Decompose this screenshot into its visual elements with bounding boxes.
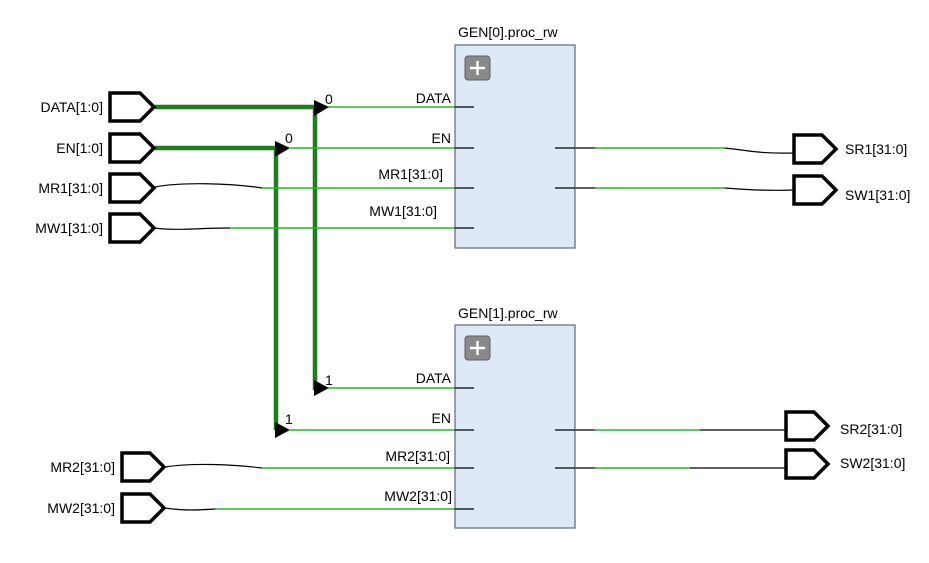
pin-label-gen1-en: EN	[432, 410, 451, 426]
wire-mr2-dark	[164, 463, 263, 469]
input-port-mw1[interactable]	[108, 212, 157, 244]
block-gen1[interactable]: GEN[1].proc_rw DATA EN MR2[31:0] MW2[31:…	[384, 305, 576, 529]
wire-sr1-dark	[724, 147, 794, 154]
input-port-en[interactable]	[108, 132, 157, 164]
expand-icon[interactable]	[464, 55, 491, 81]
wire-mw2-dark	[164, 507, 216, 511]
ripper-en0[interactable]	[275, 141, 290, 157]
input-ports: DATA[1:0] EN[1:0] MR1[31:0] MW1[31:0] MR…	[35, 91, 167, 524]
ripper-data0[interactable]	[314, 100, 329, 116]
pin-label-gen0-data: DATA	[416, 90, 452, 106]
block-gen0[interactable]: GEN[0].proc_rw DATA EN MR1[31:0] MW1[31:…	[369, 24, 576, 249]
output-ports: SR1[31:0] SW1[31:0] SR2[31:0] SW2[31:0]	[784, 133, 910, 480]
bus-en[interactable]	[155, 145, 279, 430]
pin-label-gen0-mw: MW1[31:0]	[369, 203, 437, 219]
wires	[154, 104, 794, 511]
input-port-mr2[interactable]	[120, 451, 167, 483]
bus-rippers: 0 0 1 1	[275, 91, 333, 438]
input-label-mw1: MW1[31:0]	[35, 220, 103, 236]
wire-mr1-dark	[154, 183, 263, 189]
ripper-en1-index: 1	[285, 411, 293, 427]
input-port-mr1[interactable]	[108, 172, 157, 204]
input-label-mr2: MR2[31:0]	[50, 459, 115, 475]
ripper-data1-index: 1	[325, 372, 333, 388]
output-label-sr1: SR1[31:0]	[845, 141, 907, 157]
pin-label-gen1-data: DATA	[416, 370, 452, 386]
ripper-en1[interactable]	[275, 422, 290, 438]
input-label-en: EN[1:0]	[56, 140, 103, 156]
output-port-sw1[interactable]	[792, 174, 839, 206]
input-label-data: DATA[1:0]	[40, 99, 103, 115]
output-label-sw2: SW2[31:0]	[840, 455, 905, 471]
block-gen0-title: GEN[0].proc_rw	[458, 24, 558, 40]
wire-mw1-dark	[154, 227, 231, 230]
output-port-sr2[interactable]	[784, 410, 831, 442]
pin-label-gen1-mw: MW2[31:0]	[384, 488, 452, 504]
ripper-data0-index: 0	[325, 91, 333, 107]
input-label-mw2: MW2[31:0]	[47, 500, 115, 516]
input-label-mr1: MR1[31:0]	[38, 180, 103, 196]
pin-label-gen1-mr: MR2[31:0]	[385, 448, 450, 464]
ripper-data1[interactable]	[314, 380, 329, 396]
block-gen1-title: GEN[1].proc_rw	[458, 305, 558, 321]
output-label-sr2: SR2[31:0]	[840, 421, 902, 437]
ripper-en0-index: 0	[285, 130, 293, 146]
input-port-data[interactable]	[108, 91, 157, 123]
output-label-sw1: SW1[31:0]	[845, 187, 910, 203]
pin-label-gen0-en: EN	[432, 130, 451, 146]
output-port-sr1[interactable]	[792, 133, 839, 165]
pin-label-gen0-mr: MR1[31:0]	[378, 166, 443, 182]
output-port-sw2[interactable]	[784, 448, 831, 480]
input-port-mw2[interactable]	[120, 492, 167, 524]
expand-icon[interactable]	[464, 335, 491, 361]
wire-sw1-dark	[724, 187, 794, 191]
